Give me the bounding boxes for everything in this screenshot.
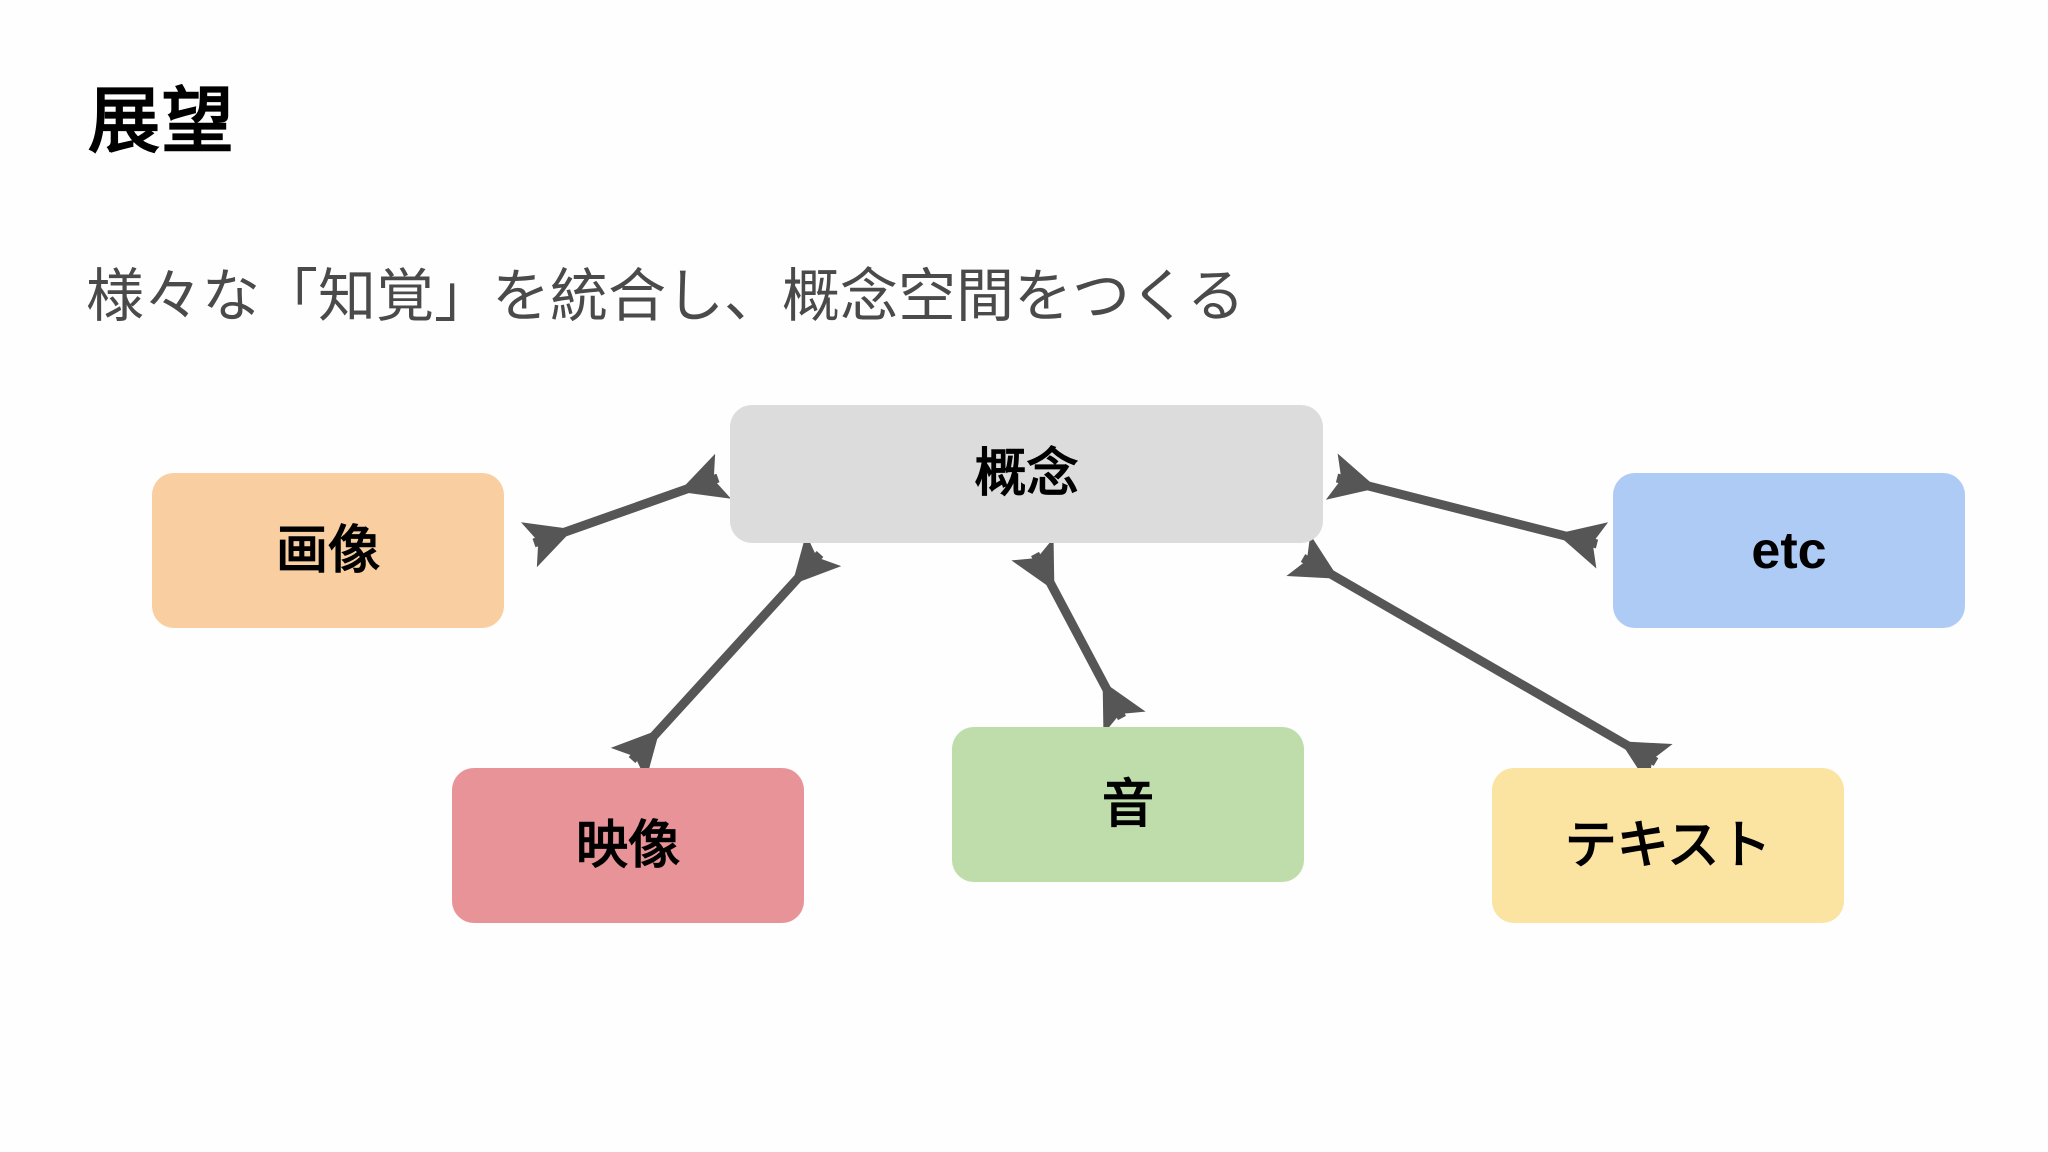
node-concept-label: 概念 [974, 445, 1079, 503]
node-etc-label: etc [1751, 521, 1827, 580]
node-sound[interactable]: 音 [952, 727, 1304, 882]
page-subtitle: 様々な「知覚」を統合し、概念空間をつくる [86, 264, 1245, 329]
arrow-concept-etc [1325, 453, 1609, 569]
node-video-label: 映像 [575, 816, 680, 875]
arrow-text-concept [1286, 534, 1673, 786]
node-image[interactable]: 画像 [152, 473, 504, 628]
node-video[interactable]: 映像 [452, 768, 804, 923]
arrow-video-concept [610, 533, 842, 781]
arrow-image-concept [520, 453, 732, 568]
arrow-sound-concept [1011, 538, 1146, 734]
node-image-label: 画像 [275, 521, 380, 580]
node-text-label: テキスト [1564, 816, 1772, 875]
node-sound-label: 音 [1101, 775, 1154, 834]
node-text[interactable]: テキスト [1492, 768, 1844, 923]
page-title: 展望 [88, 82, 235, 162]
node-etc[interactable]: etc [1613, 473, 1965, 628]
node-concept[interactable]: 概念 [730, 405, 1323, 543]
